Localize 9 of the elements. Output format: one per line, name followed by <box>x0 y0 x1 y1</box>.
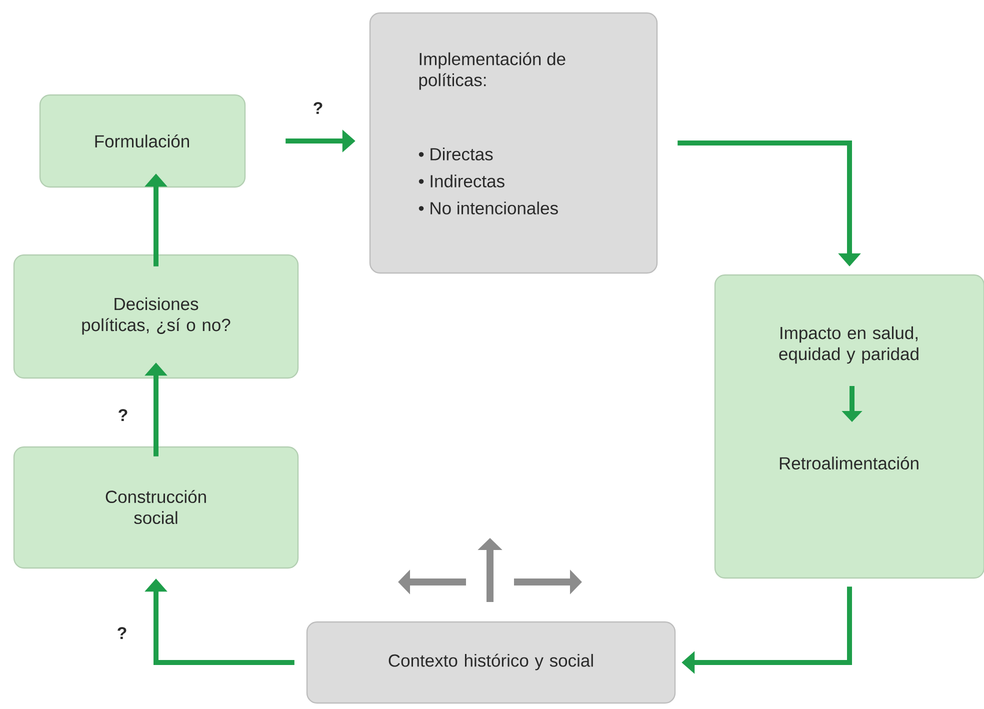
process-box: Formulación <box>39 94 246 188</box>
edge-label: ? <box>118 409 128 421</box>
process-box: Decisiones políticas, ¿sí o no? <box>13 254 299 379</box>
process-box: Impacto en salud, equidad y paridad Retroalimentación <box>714 274 984 579</box>
process-box: Contexto histórico y social <box>306 621 676 704</box>
process-box: Construcción social <box>13 446 299 569</box>
process-box: Implementación de políticas: • Directas • Indirectas • No intencionales <box>369 12 658 274</box>
edge-label: ? <box>314 102 322 114</box>
edge-label: ? <box>118 627 126 639</box>
